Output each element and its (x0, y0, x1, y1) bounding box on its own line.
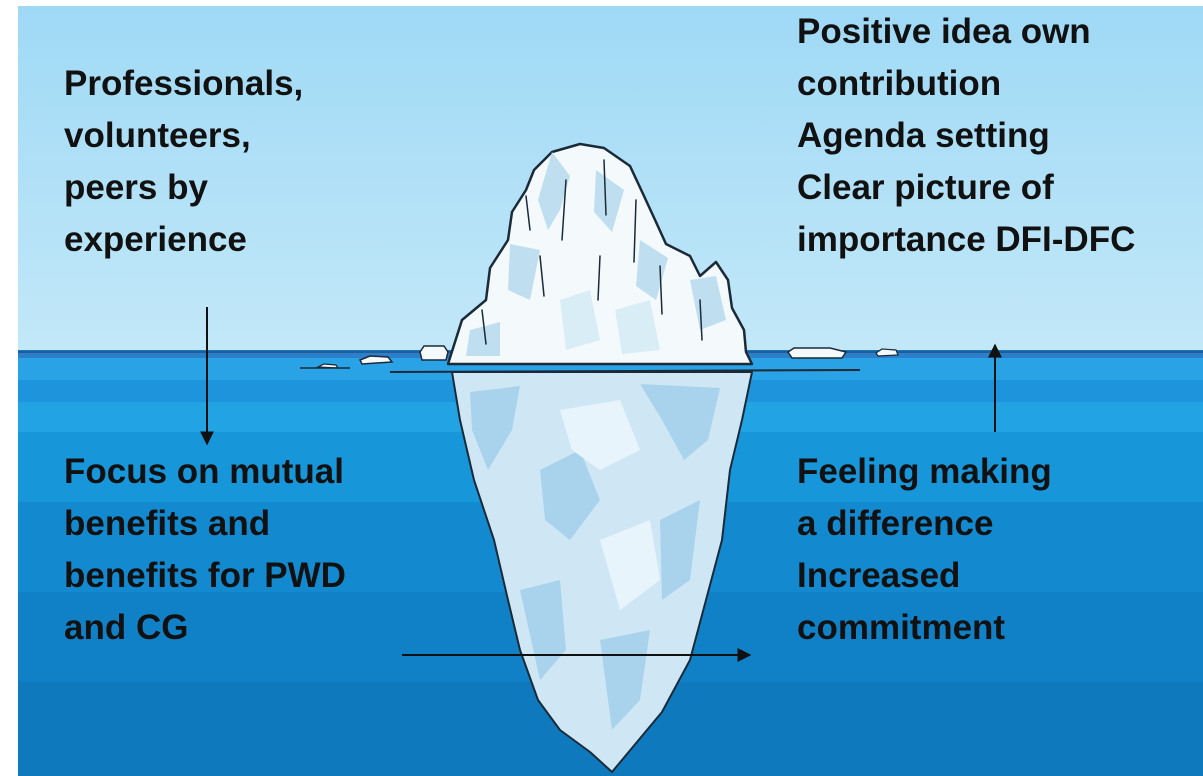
text-line: peers by (64, 168, 208, 207)
text-line: importance DFI-DFC (797, 220, 1136, 259)
text-line: Clear picture of (797, 168, 1054, 207)
top-left-text: Professionals, volunteers, peers by expe… (64, 58, 303, 266)
text-line: contribution (797, 64, 1002, 103)
text-line: a difference (797, 504, 994, 543)
iceberg-tip (446, 142, 754, 366)
bottom-right-text: Feeling making a difference Increased co… (797, 446, 1052, 654)
iceberg-underwater (451, 371, 753, 773)
top-right-text: Positive idea own contribution Agenda se… (797, 6, 1135, 266)
text-line: benefits for PWD (64, 556, 346, 595)
text-line: volunteers, (64, 116, 251, 155)
text-line: Professionals, (64, 64, 304, 103)
bottom-left-text: Focus on mutual benefits and benefits fo… (64, 446, 346, 654)
text-line: and CG (64, 608, 189, 647)
ice-floes (300, 345, 899, 373)
text-line: Feeling making (797, 452, 1052, 491)
text-line: Focus on mutual (64, 452, 344, 491)
text-line: benefits and (64, 504, 271, 543)
text-line: Positive idea own (797, 12, 1091, 51)
text-line: experience (64, 220, 247, 259)
text-line: Agenda setting (797, 116, 1050, 155)
text-line: Increased (797, 556, 961, 595)
text-line: commitment (797, 608, 1006, 647)
